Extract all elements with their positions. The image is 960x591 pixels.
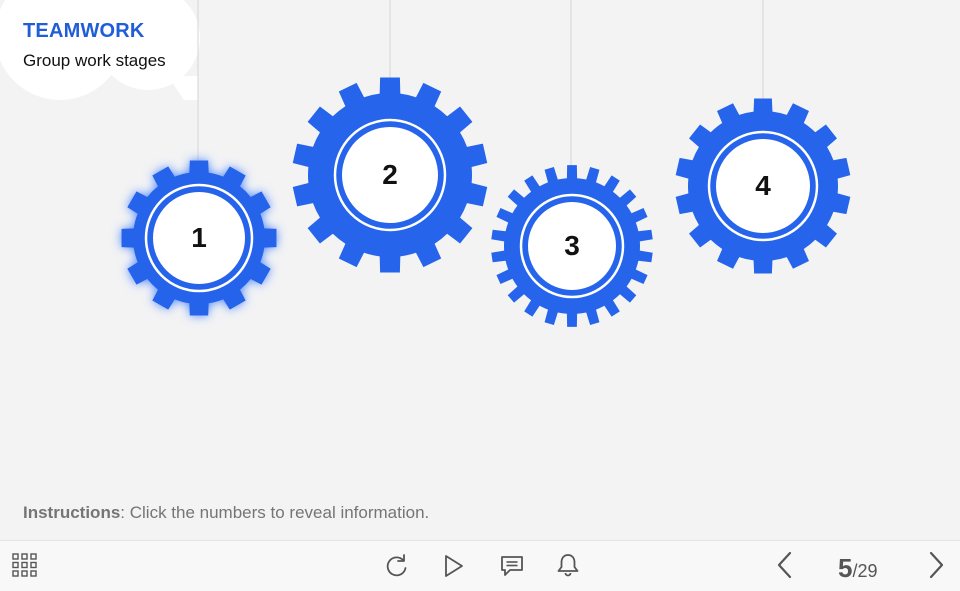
- player-controls-bar: 5/29: [0, 540, 960, 591]
- chevron-right-icon: [929, 551, 944, 579]
- grid-menu-icon: [12, 553, 37, 577]
- gear-icon: [292, 77, 488, 273]
- slide-title: TEAMWORK: [23, 20, 145, 42]
- current-slide-number: 5: [838, 553, 853, 583]
- chevron-left-icon: [777, 551, 792, 579]
- play-button[interactable]: [443, 554, 465, 578]
- gear-number-1: 1: [191, 222, 207, 253]
- bell-icon: [557, 554, 579, 577]
- previous-slide-button[interactable]: [774, 551, 796, 579]
- gear-ring: [519, 193, 625, 299]
- gear-center: [716, 139, 810, 233]
- gear-number-2: 2: [382, 159, 398, 190]
- instructions-body: : Click the numbers to reveal informatio…: [120, 503, 430, 522]
- gear-ring: [333, 118, 447, 232]
- total-slides: /29: [852, 561, 878, 581]
- gear-center: [153, 192, 245, 284]
- slide-subtitle: Group work stages: [23, 51, 166, 70]
- replay-button[interactable]: [385, 553, 409, 579]
- instructions-text: Instructions: Click the numbers to revea…: [23, 503, 429, 523]
- gear-button-4[interactable]: 4: [673, 98, 853, 274]
- slide-counter: 5/29: [838, 553, 878, 584]
- gear-number-3: 3: [564, 230, 580, 261]
- next-slide-button[interactable]: [925, 551, 947, 579]
- gear-strings: [197, 0, 764, 168]
- gear-center: [528, 202, 616, 290]
- gear-button-1[interactable]: 1: [118, 157, 280, 319]
- gear-icon: [491, 165, 653, 327]
- corner-decoration: [0, 0, 200, 100]
- gear-button-2[interactable]: 2: [290, 75, 490, 275]
- notes-icon: [501, 556, 523, 576]
- gear-number-4: 4: [755, 170, 771, 201]
- gear-ring: [144, 183, 254, 293]
- replay-icon: [386, 554, 407, 577]
- notifications-button[interactable]: [555, 552, 581, 578]
- menu-button[interactable]: [12, 553, 38, 577]
- notes-button[interactable]: [499, 554, 525, 578]
- gear-center: [342, 127, 438, 223]
- gear-button-3[interactable]: 3: [490, 164, 654, 328]
- gear-ring: [707, 130, 819, 242]
- instructions-prefix: Instructions: [23, 503, 121, 522]
- gear-icon: [675, 98, 851, 274]
- gear-icon: [121, 160, 277, 316]
- play-icon: [445, 555, 463, 577]
